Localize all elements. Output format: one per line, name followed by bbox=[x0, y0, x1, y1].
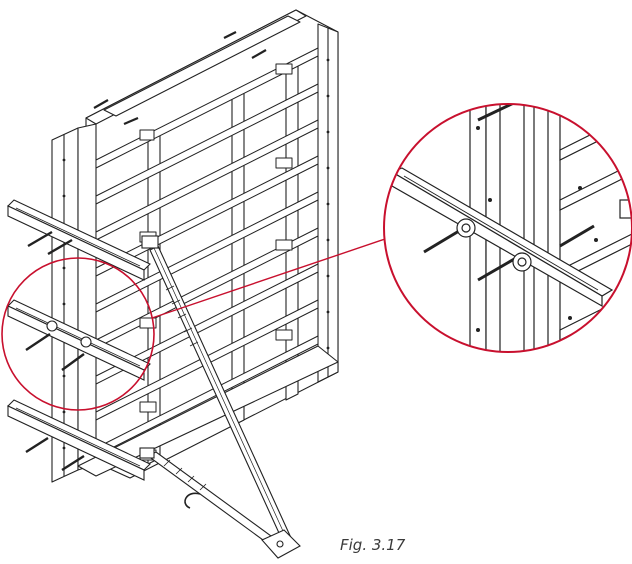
waler-top bbox=[7, 199, 151, 281]
panel-left-profile-inner bbox=[77, 123, 97, 471]
detail-zoom-circle bbox=[383, 103, 632, 353]
walers bbox=[7, 199, 151, 481]
detail-source-circle bbox=[1, 257, 155, 411]
detail-magnified bbox=[384, 104, 632, 352]
panel-top-rail-upper bbox=[103, 15, 301, 117]
prop-handle bbox=[184, 492, 201, 509]
figure-caption: Fig. 3.17 bbox=[340, 536, 406, 554]
top-tie-rods bbox=[93, 31, 267, 126]
prop-short bbox=[146, 451, 284, 549]
waler-middle bbox=[7, 299, 151, 381]
panel-bottom-rail bbox=[77, 345, 339, 477]
push-pull-props bbox=[139, 235, 301, 559]
panel-stiffener-1 bbox=[147, 133, 161, 465]
detail-callout bbox=[1, 103, 632, 411]
waler-bottom bbox=[7, 399, 151, 481]
detail-leader-line bbox=[151, 237, 389, 319]
